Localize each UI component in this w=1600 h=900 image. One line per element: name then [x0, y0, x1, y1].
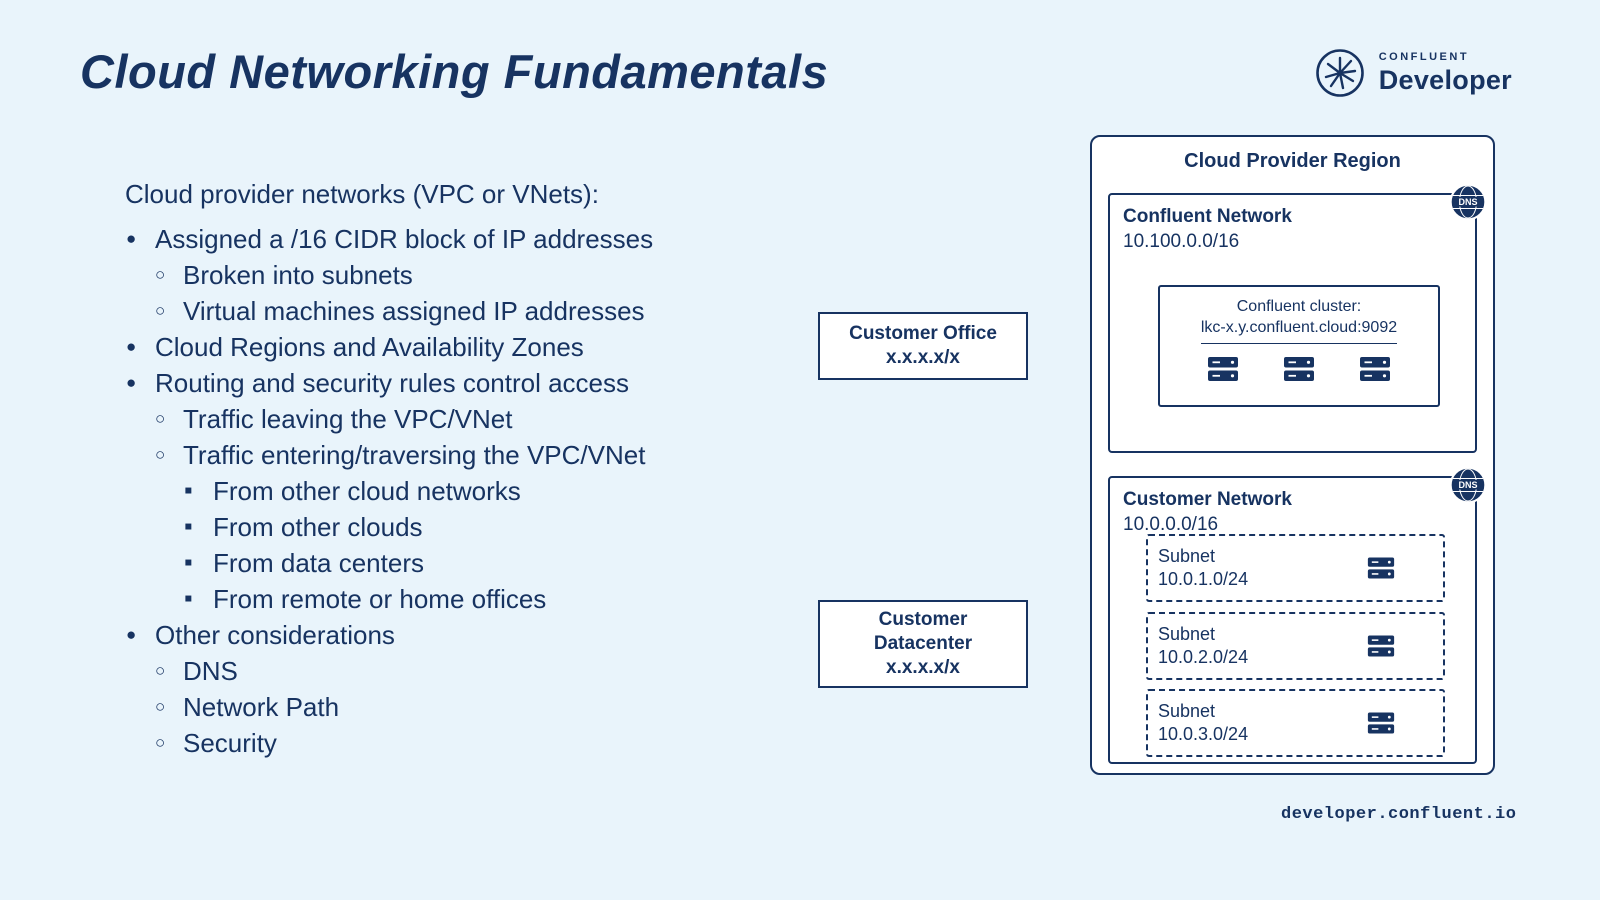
- customer-office-cidr: x.x.x.x/x: [886, 347, 960, 368]
- server-icon: [1367, 557, 1395, 579]
- subnet-box: Subnet 10.0.1.0/24: [1146, 534, 1445, 602]
- bullet-item: Virtual machines assigned IP addresses: [125, 293, 805, 329]
- customer-datacenter-label: Customer: [878, 609, 968, 630]
- customer-office-label: Customer Office: [849, 323, 997, 344]
- subnet-box: Subnet 10.0.2.0/24: [1146, 612, 1445, 680]
- server-icon: [1284, 357, 1314, 381]
- brand-company: CONFLUENT: [1378, 50, 1470, 63]
- confluent-cluster-box: Confluent cluster: lkc-x.y.confluent.clo…: [1158, 285, 1440, 407]
- brand-logo: CONFLUENT Developer: [1315, 48, 1512, 98]
- bullet-item: Broken into subnets: [125, 257, 805, 293]
- subnet-box: Subnet 10.0.3.0/24: [1146, 689, 1445, 757]
- confluent-network-header: Confluent Network 10.100.0.0/16: [1110, 195, 1475, 254]
- customer-network-box: DNS Customer Network 10.0.0.0/16 Subnet …: [1108, 466, 1487, 764]
- footer-url: developer.confluent.io: [1281, 805, 1517, 824]
- server-icon: [1208, 357, 1238, 381]
- dns-label: DNS: [1458, 197, 1477, 207]
- confluent-network-cidr: 10.100.0.0/16: [1123, 231, 1240, 252]
- customer-network-cidr: 10.0.0.0/16: [1123, 514, 1219, 535]
- confluent-network-box: DNS Confluent Network 10.100.0.0/16 Conf…: [1108, 183, 1487, 453]
- bullet-item: Assigned a /16 CIDR block of IP addresse…: [125, 221, 805, 257]
- customer-datacenter-label2: Datacenter: [873, 633, 973, 654]
- subnet-cidr: 10.0.2.0/24: [1158, 647, 1249, 667]
- brand-product: Developer: [1378, 64, 1512, 95]
- subnet-text: Subnet 10.0.2.0/24: [1158, 623, 1248, 669]
- cluster-endpoint: lkc-x.y.confluent.cloud:9092: [1200, 317, 1398, 344]
- subnet-label: Subnet: [1158, 624, 1216, 644]
- subnet-cidr: 10.0.3.0/24: [1158, 724, 1249, 744]
- bullet-item: Network Path: [125, 689, 805, 725]
- server-icon: [1360, 357, 1390, 381]
- customer-datacenter-box: Customer Datacenter x.x.x.x/x: [818, 600, 1028, 688]
- list-intro: Cloud provider networks (VPC or VNets):: [125, 179, 599, 209]
- subnet-text: Subnet 10.0.1.0/24: [1158, 545, 1248, 591]
- bullet-item: From other clouds: [125, 509, 805, 545]
- bullet-item: Routing and security rules control acces…: [125, 365, 805, 401]
- subnet-label: Subnet: [1158, 546, 1216, 566]
- customer-network-header: Customer Network 10.0.0.0/16: [1110, 478, 1475, 537]
- bullet-item: Traffic entering/traversing the VPC/VNet: [125, 437, 805, 473]
- confluent-starburst-icon: [1315, 49, 1364, 97]
- customer-office-box: Customer Office x.x.x.x/x: [818, 312, 1028, 380]
- dns-label: DNS: [1458, 480, 1477, 490]
- bullet-item: From other cloud networks: [125, 473, 805, 509]
- cloud-provider-region-box: Cloud Provider Region DNS Confluent Netw…: [1090, 135, 1495, 775]
- region-title: Cloud Provider Region: [1184, 150, 1401, 172]
- server-icon: [1367, 712, 1395, 734]
- page-title: Cloud Networking Fundamentals: [80, 45, 829, 98]
- bullet-item: Traffic leaving the VPC/VNet: [125, 401, 805, 437]
- bullet-item: From remote or home offices: [125, 581, 805, 617]
- subnet-text: Subnet 10.0.3.0/24: [1158, 700, 1248, 746]
- bullet-item: Other considerations: [125, 617, 805, 653]
- bullet-item: Cloud Regions and Availability Zones: [125, 329, 805, 365]
- server-icon: [1367, 635, 1395, 657]
- confluent-network-name: Confluent Network: [1123, 206, 1292, 227]
- bullet-list: Cloud provider networks (VPC or VNets): …: [125, 176, 805, 761]
- brand-text: CONFLUENT Developer: [1379, 51, 1512, 96]
- bullet-item: From data centers: [125, 545, 805, 581]
- subnet-cidr: 10.0.1.0/24: [1158, 569, 1249, 589]
- cluster-title: Confluent cluster:: [1236, 298, 1362, 315]
- subnet-label: Subnet: [1158, 701, 1216, 721]
- bullet-item: Security: [125, 725, 805, 761]
- bullet-item: DNS: [125, 653, 805, 689]
- dns-globe-icon: DNS: [1449, 183, 1487, 221]
- cluster-server-row: [1160, 355, 1438, 383]
- customer-network-name: Customer Network: [1123, 489, 1292, 510]
- customer-datacenter-cidr: x.x.x.x/x: [886, 657, 960, 678]
- dns-globe-icon: DNS: [1449, 466, 1487, 504]
